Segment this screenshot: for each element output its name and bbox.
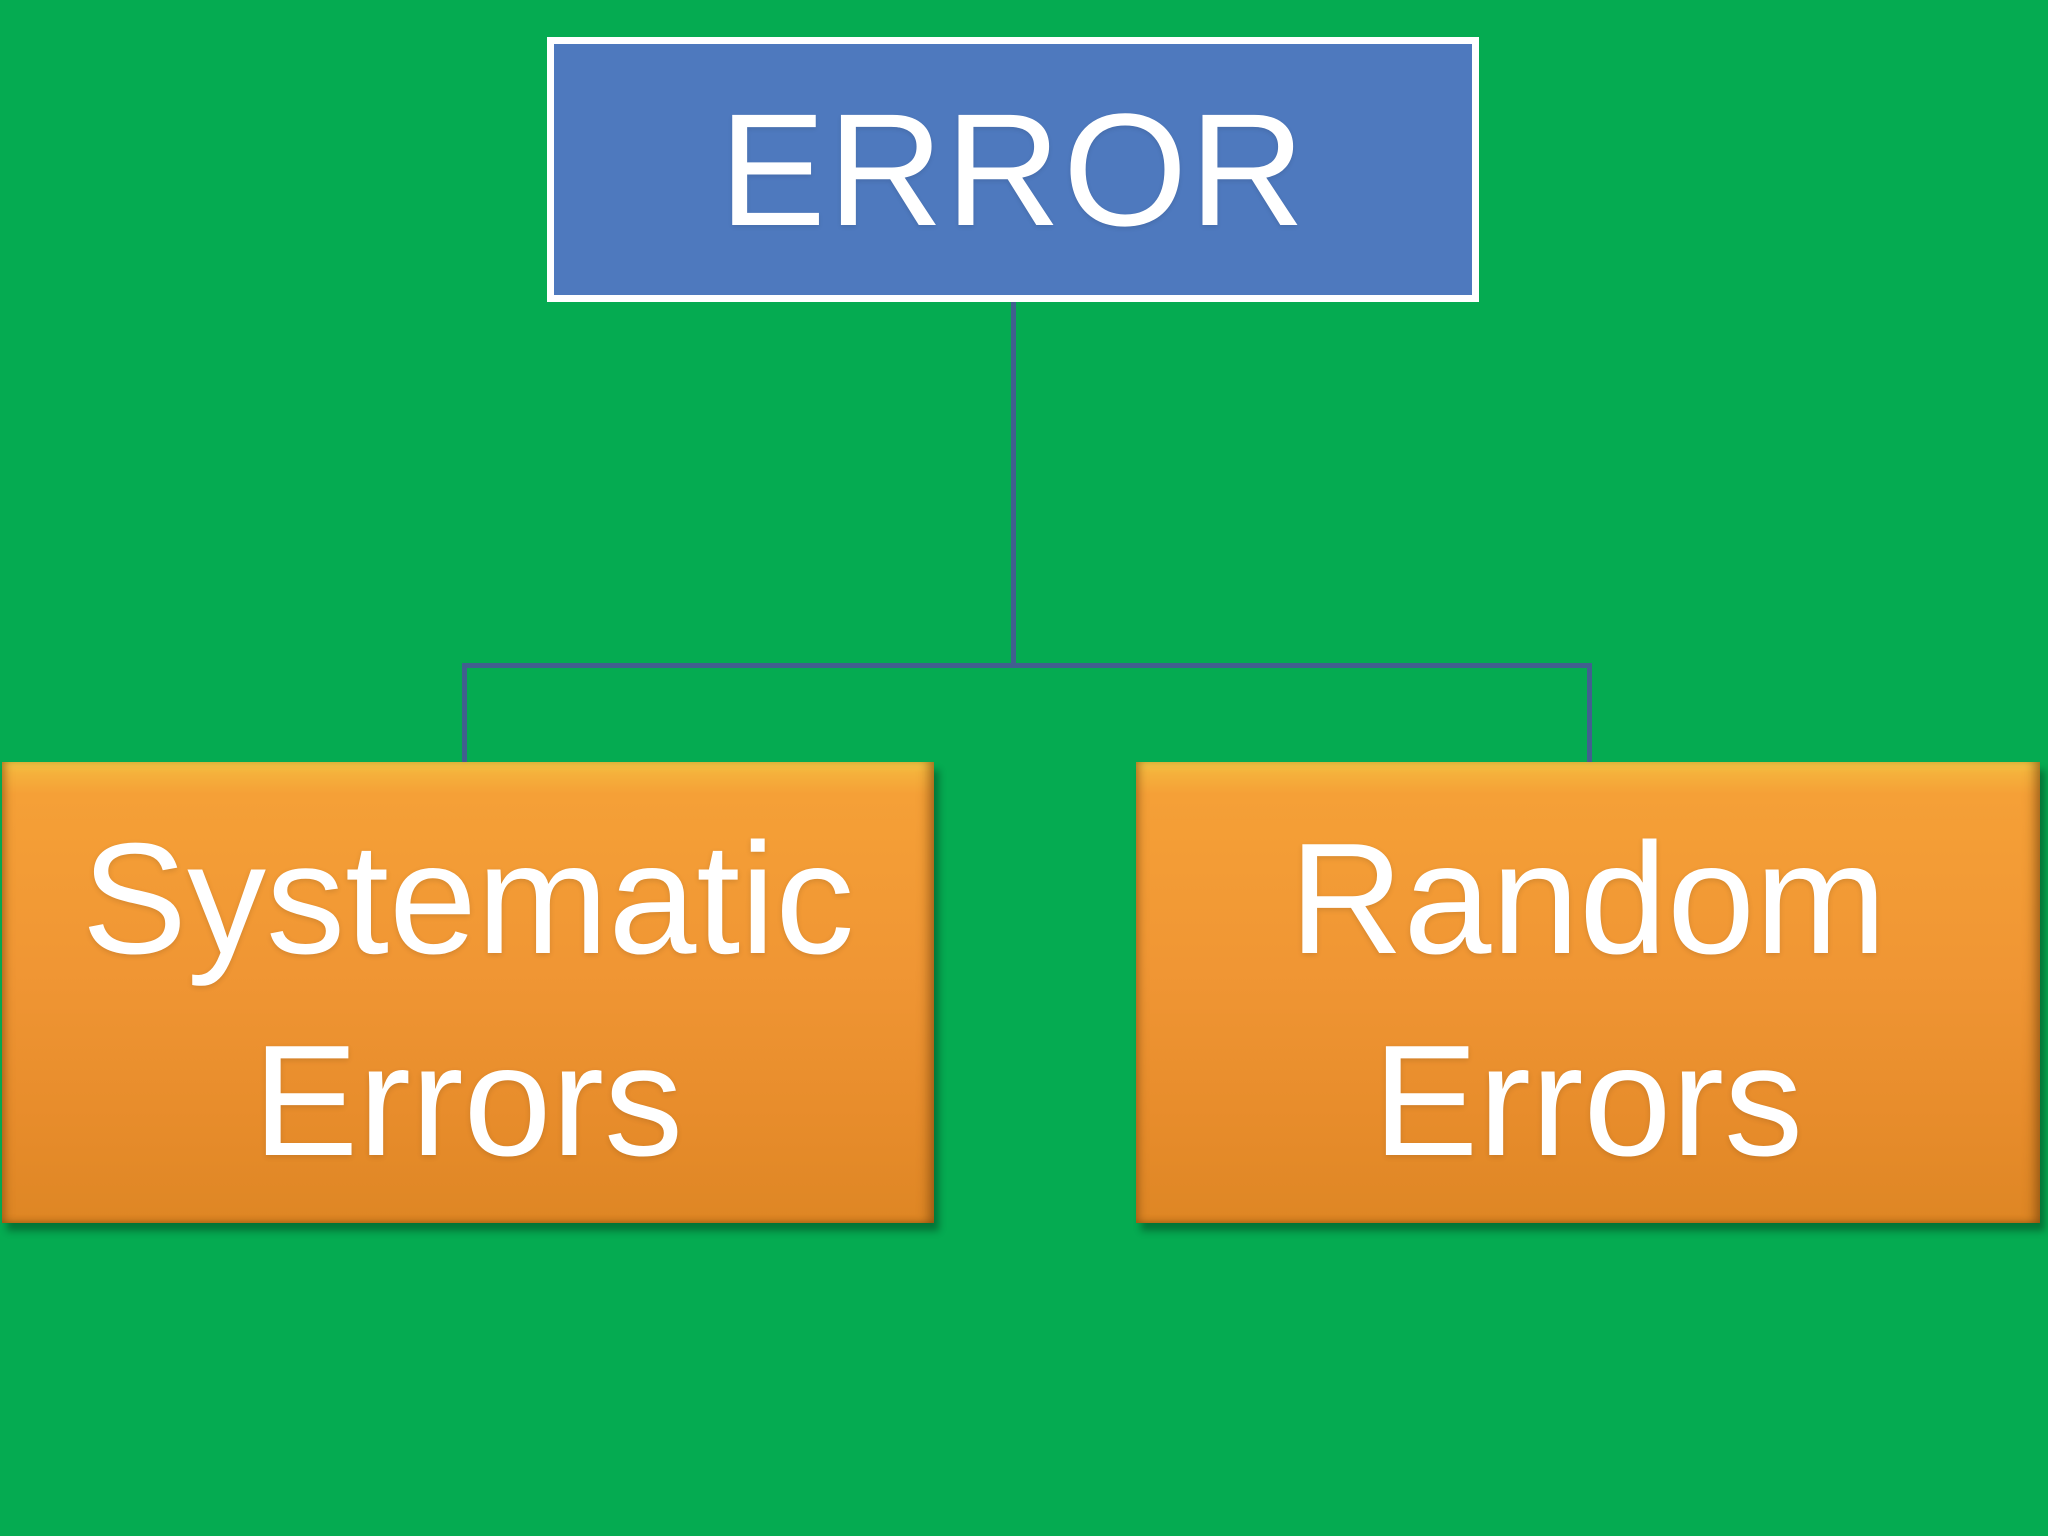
connector-branch-horizontal: [462, 663, 1592, 668]
node-error: ERROR: [547, 37, 1479, 302]
node-systematic-errors-label-line1: Systematic: [81, 810, 855, 987]
node-random-errors: Random Errors: [1136, 762, 2040, 1223]
node-error-label: ERROR: [719, 79, 1307, 259]
connector-drop-left: [462, 663, 467, 764]
node-random-errors-label-line1: Random: [1289, 810, 1887, 987]
node-systematic-errors-label-line2: Errors: [252, 1012, 684, 1189]
node-systematic-errors: Systematic Errors: [2, 762, 934, 1223]
connector-drop-right: [1587, 663, 1592, 764]
connector-root-vertical: [1011, 302, 1016, 668]
node-random-errors-label-line2: Errors: [1372, 1012, 1804, 1189]
